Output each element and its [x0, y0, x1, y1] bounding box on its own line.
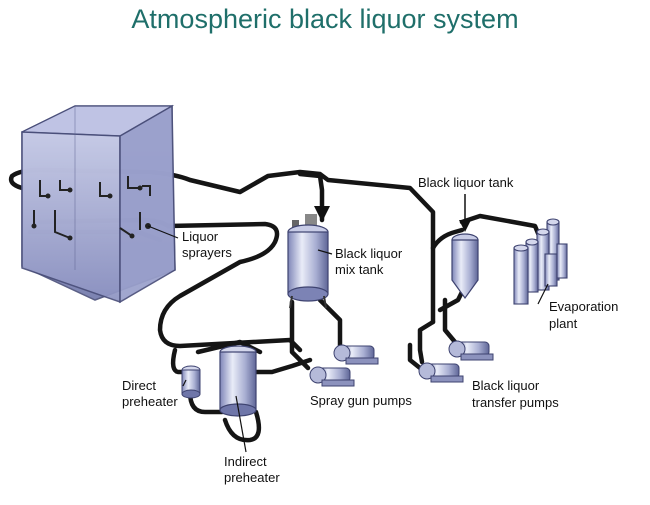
black-liquor-transfer-pumps — [418, 340, 494, 383]
label-black-liquor-tank: Black liquor tank — [418, 175, 514, 190]
pipe-mix-to-pumps — [289, 299, 311, 371]
pipe-tank-bottom — [437, 289, 465, 313]
spray-gun-pump-1 — [333, 344, 379, 365]
black-liquor-mix-tank — [287, 214, 329, 309]
spray-gun-pumps — [309, 344, 379, 387]
black-liquor-tank — [451, 233, 479, 300]
recovery-boiler — [21, 104, 176, 304]
leader-lines — [147, 225, 549, 453]
diagram-title: Atmospheric black liquor system — [131, 4, 519, 34]
transfer-pump-2 — [418, 362, 464, 383]
pipe-mix-to-pumps-2 — [317, 297, 343, 353]
pipe-transfer-2 — [442, 297, 458, 345]
label-liquor-sprayers: Liquor sprayers — [182, 229, 232, 260]
label-black-liquor-mix-tank: Black liquor mix tank — [335, 246, 406, 277]
label-black-liquor-transfer-pumps: Black liquor transfer pumps — [472, 378, 559, 410]
pipe-to-bl-tank — [430, 227, 465, 251]
pipe-preheater-loop — [170, 347, 193, 375]
label-indirect-preheater: Indirect preheater — [224, 454, 280, 485]
pipe-indirect-bottom — [222, 409, 262, 443]
label-evaporation-plant: Evaporation plant — [549, 299, 622, 331]
transfer-pump-1 — [448, 340, 494, 361]
spray-gun-pump-2 — [309, 366, 355, 387]
pipe-transfer-1 — [417, 319, 436, 365]
pipe-to-mix-tank — [297, 171, 325, 223]
direct-preheater — [181, 365, 201, 399]
pipe-tank-to-evap — [459, 213, 543, 241]
label-spray-gun-pumps: Spray gun pumps — [310, 393, 412, 408]
evaporation-plant — [513, 218, 568, 305]
label-direct-preheater: Direct preheater — [122, 378, 178, 409]
